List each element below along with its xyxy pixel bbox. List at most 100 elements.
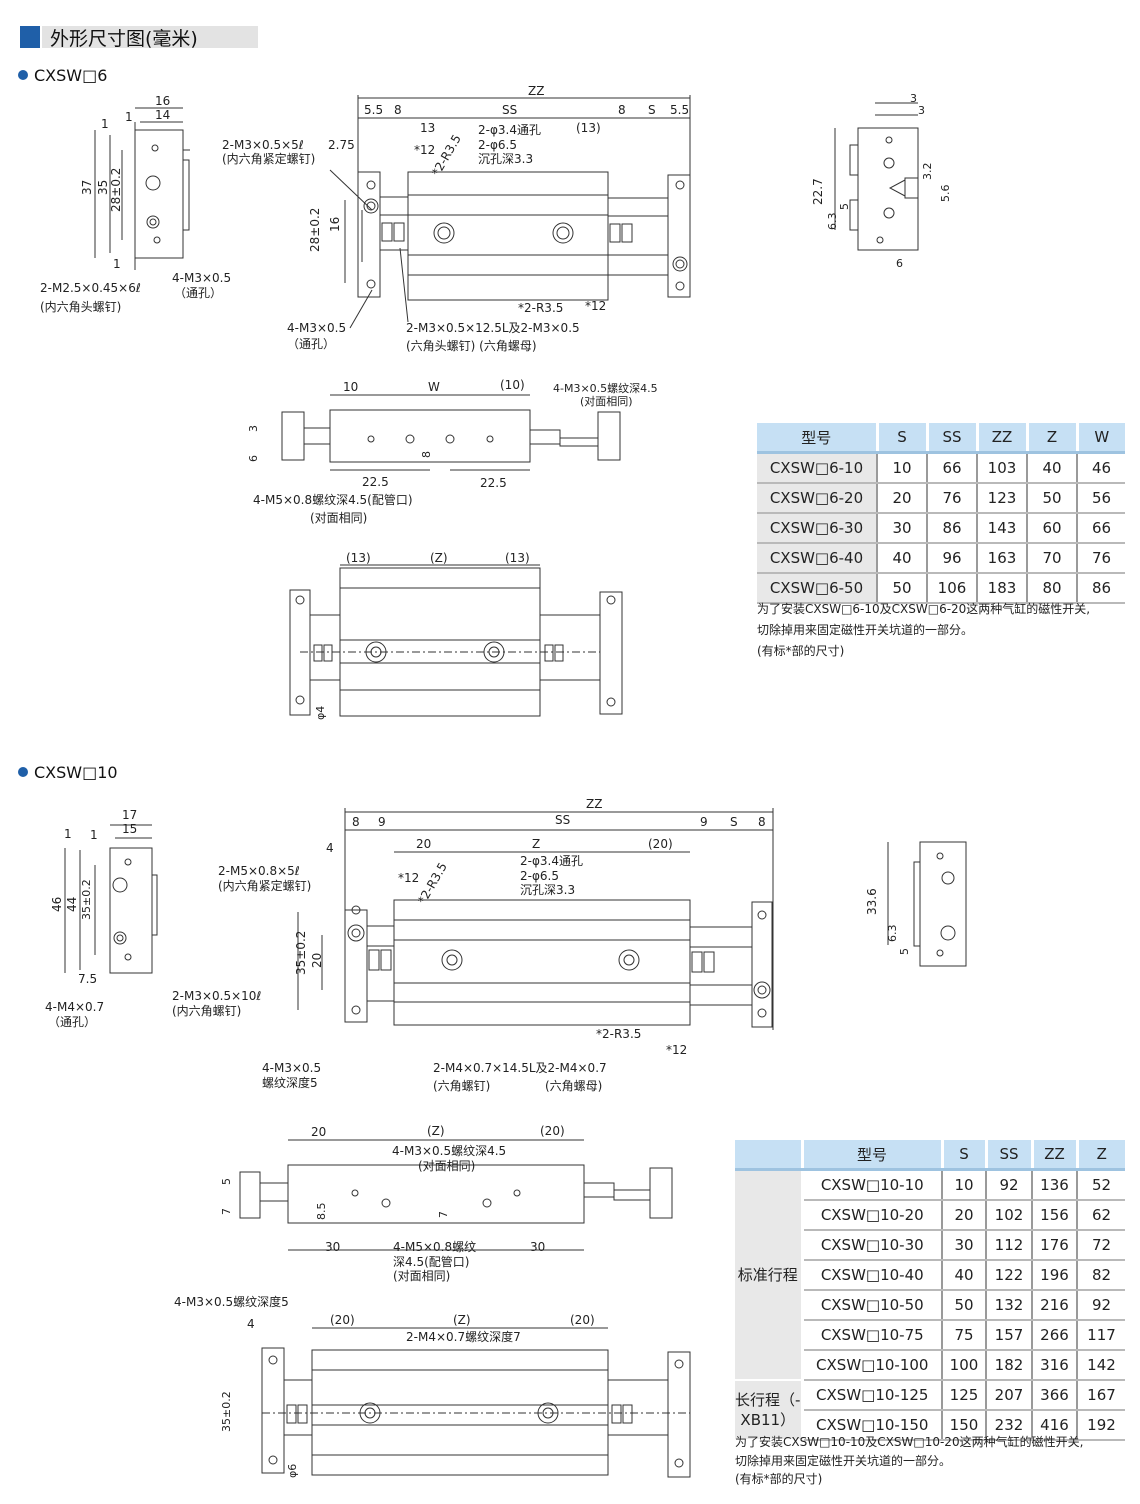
drawing-6-top-view	[329, 95, 691, 329]
callout: 4-M3×0.5	[172, 271, 232, 285]
value-cell: 316	[1031, 1350, 1077, 1381]
value-cell: 70	[1026, 543, 1077, 574]
value-cell: 66	[926, 452, 977, 484]
value-cell: 92	[1076, 1290, 1125, 1321]
dim-label: SS	[502, 103, 518, 117]
section-title-text: CXSW□6	[34, 66, 108, 85]
value-cell: 30	[941, 1230, 986, 1261]
dim-label: 3.2	[921, 162, 934, 181]
dim-label: S	[648, 103, 656, 117]
value-cell: 103	[976, 452, 1027, 484]
dim-label: 16	[328, 216, 342, 232]
dim-label: W	[428, 380, 440, 394]
section-title-text: CXSW□10	[34, 763, 118, 782]
value-cell: 52	[1076, 1169, 1125, 1201]
callout-note: (六角螺钉)	[433, 1079, 491, 1093]
callout: 2-M4×0.7×14.5L及2-M4×0.7	[433, 1061, 607, 1075]
model-cell: CXSW□6-50	[757, 573, 877, 604]
dim-label: 1	[101, 117, 109, 131]
bullet-icon	[18, 767, 28, 777]
callout-note: (对面相同)	[310, 511, 368, 525]
dim-label: 3	[247, 425, 260, 432]
dim-label: 5.6	[939, 184, 952, 203]
drawing-10-right-view	[887, 841, 967, 967]
dim-label: 3	[918, 104, 925, 117]
value-cell: 132	[985, 1290, 1032, 1321]
dim-label: *12	[666, 1043, 688, 1057]
value-cell: 142	[1076, 1350, 1125, 1381]
dim-label: 5.5	[670, 103, 690, 117]
model-cell: CXSW□10-150	[800, 1410, 942, 1441]
value-cell: 75	[941, 1320, 986, 1351]
dim-label: 7	[220, 1208, 233, 1215]
value-cell: 123	[976, 483, 1027, 514]
callout: 沉孔深3.3	[520, 883, 576, 897]
dim-label: *12	[414, 143, 436, 157]
callout: 2-M5×0.8×5ℓ	[218, 864, 300, 878]
column-header: ZZ	[975, 423, 1027, 454]
column-header: 型号	[800, 1140, 942, 1171]
value-cell: 50	[941, 1290, 986, 1321]
table-note: 为了安装CXSW□6-10及CXSW□6-20这两种气缸的磁性开关,	[757, 602, 1091, 616]
drawing-10-side-view	[64, 824, 158, 974]
dim-label: 22.5	[480, 476, 507, 490]
dim-label: *2-R3.5	[596, 1027, 642, 1041]
dim-label: 28±0.2	[308, 207, 322, 252]
callout-note: （通孔）	[287, 337, 336, 351]
callout: 深4.5(配管口)	[393, 1255, 470, 1269]
callout-note: (内六角紧定螺钉)	[222, 152, 316, 166]
dim-label: ZZ	[528, 84, 545, 98]
value-cell: 136	[1031, 1169, 1077, 1201]
drawing-6-bottom-view	[289, 564, 623, 717]
dim-label: 22.7	[811, 178, 825, 205]
header-bar	[42, 26, 258, 48]
callout: 2-M3×0.5×5ℓ	[222, 138, 304, 152]
dim-label: 8	[352, 815, 360, 829]
dim-label: 8.5	[315, 1202, 328, 1221]
value-cell: 102	[985, 1200, 1032, 1231]
dim-label: 5	[898, 948, 911, 955]
dim-label: 28±0.2	[109, 167, 123, 212]
dim-label: 8	[420, 451, 433, 458]
dim-label: 22.5	[362, 475, 389, 489]
callout-note: (六角头螺钉) (六角螺母)	[406, 339, 537, 353]
column-header: 型号	[757, 423, 877, 454]
table-note: 为了安装CXSW□10-10及CXSW□10-20这两种气缸的磁性开关,	[735, 1435, 1084, 1449]
dim-label: 20	[416, 837, 432, 851]
value-cell: 167	[1076, 1380, 1125, 1411]
value-cell: 20	[941, 1200, 986, 1231]
dim-label: (20)	[648, 837, 673, 851]
model-cell: CXSW□10-100	[800, 1350, 942, 1381]
column-header-group	[735, 1140, 802, 1171]
model-cell: CXSW□10-75	[800, 1320, 942, 1351]
value-cell: 266	[1031, 1320, 1077, 1351]
value-cell: 100	[941, 1350, 986, 1381]
dim-label: (13)	[505, 551, 530, 565]
dim-label: SS	[555, 813, 571, 827]
value-cell: 182	[985, 1350, 1032, 1381]
table-note: (有标*部的尺寸)	[757, 644, 845, 658]
dim-label: 8	[758, 815, 766, 829]
callout: 2-M4×0.7螺纹深度7	[406, 1330, 521, 1344]
callout: 4-M3×0.5	[262, 1061, 322, 1075]
value-cell: 117	[1076, 1320, 1125, 1351]
value-cell: 366	[1031, 1380, 1077, 1411]
dim-label: 35±0.2	[80, 879, 93, 920]
value-cell: 192	[1076, 1410, 1125, 1441]
dim-label: 44	[65, 896, 79, 912]
dim-label: φ4	[314, 705, 327, 720]
dim-label: 17	[122, 808, 138, 822]
section-title-6: CXSW□6	[18, 66, 107, 85]
dim-label: 13	[420, 121, 436, 135]
dim-label: 5	[220, 1178, 233, 1185]
table-note: 切除掉用来固定磁性开关坑道的一部分。	[757, 623, 974, 637]
